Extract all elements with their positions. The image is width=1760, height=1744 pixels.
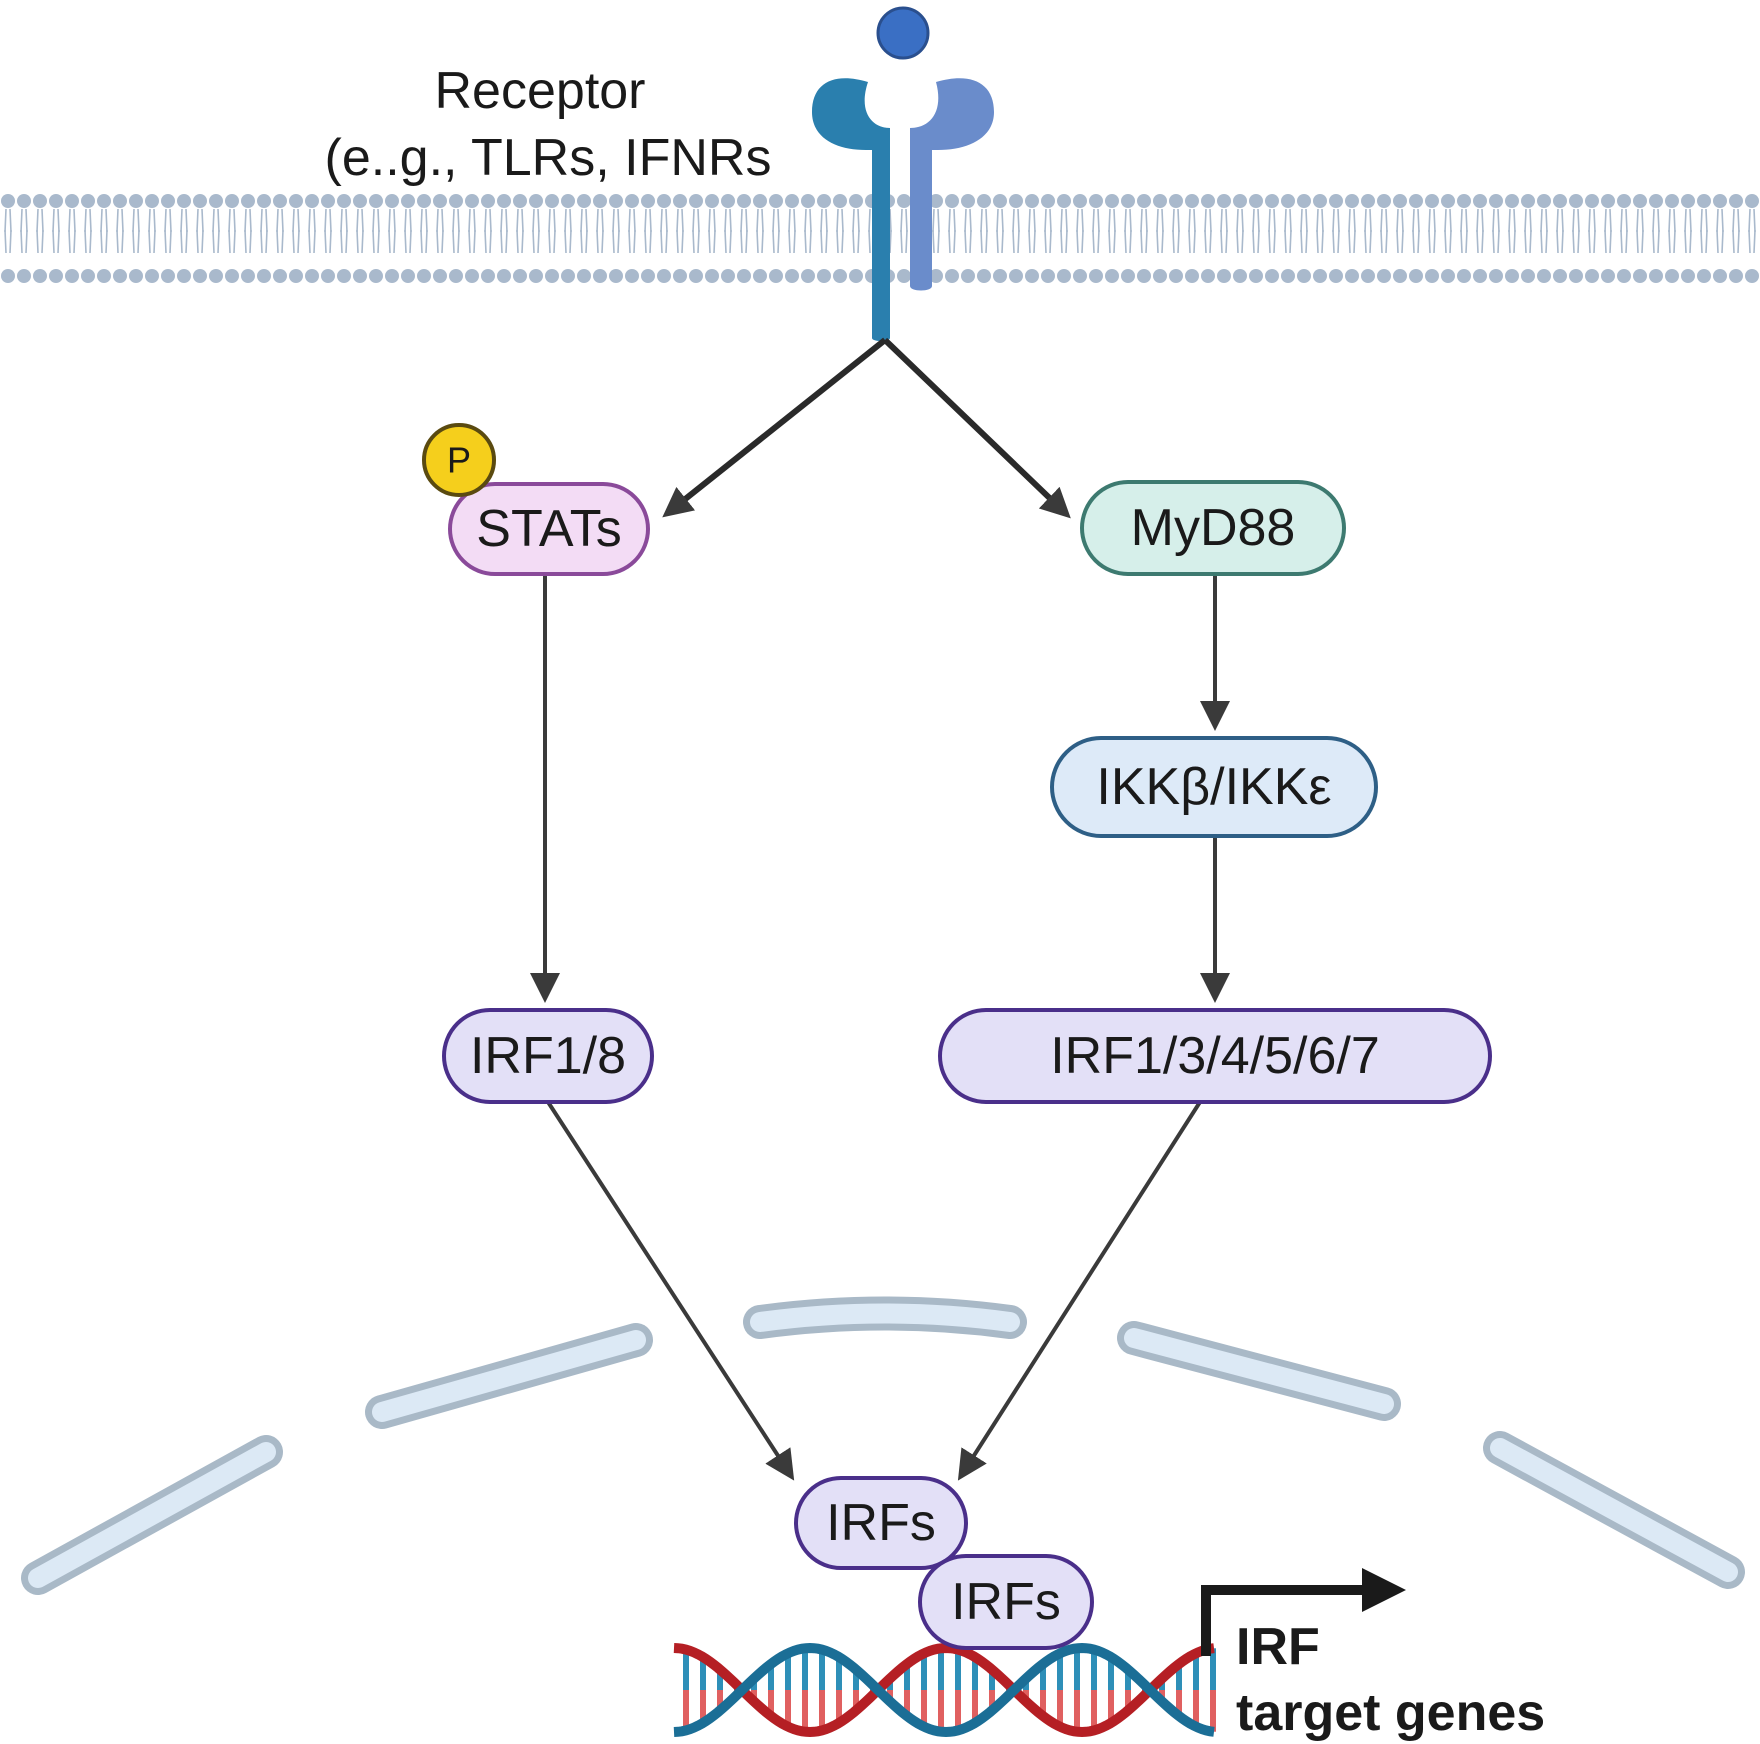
- arrow-irf18-irfs: [546, 1100, 795, 1481]
- target-genes-label-line2: target genes: [1236, 1684, 1545, 1742]
- arrows: [530, 337, 1230, 1481]
- receptor-icon: [812, 6, 994, 341]
- arrow-receptor-myd88: [882, 337, 1071, 519]
- irf18-label: IRF1/8: [470, 1027, 626, 1085]
- irfs-bottom-label: IRFs: [951, 1573, 1061, 1631]
- ligand-icon: [876, 6, 930, 60]
- ikk-label: IKKβ/IKKε: [1096, 758, 1331, 816]
- stats-node: STATs: [448, 482, 650, 576]
- irf134567-node: IRF1/3/4/5/6/7: [938, 1008, 1492, 1104]
- arrow-receptor-stats: [662, 337, 887, 518]
- nuclear-envelope: [21, 1296, 1745, 1595]
- phosphate-label: P: [447, 440, 471, 481]
- target-genes-label-line1: IRF: [1236, 1618, 1320, 1676]
- arrow-irf-irfs: [957, 1100, 1202, 1481]
- transcription-start-arrow: [1201, 1568, 1406, 1656]
- myd88-label: MyD88: [1131, 499, 1296, 557]
- irfs-top-label: IRFs: [826, 1494, 936, 1552]
- cell-membrane: [1, 194, 1759, 283]
- phosphate-badge: P: [422, 423, 496, 497]
- ikk-node: IKKβ/IKKε: [1050, 736, 1378, 838]
- receptor-label-line2: (e..g., TLRs, IFNRs: [325, 129, 772, 187]
- irf134567-label: IRF1/3/4/5/6/7: [1050, 1027, 1380, 1085]
- irfs-top-node: IRFs: [794, 1476, 968, 1570]
- myd88-node: MyD88: [1080, 480, 1346, 576]
- dna-icon: [673, 1642, 1216, 1738]
- receptor-label-line1: Receptor: [435, 62, 646, 120]
- irfs-bottom-node: IRFs: [918, 1554, 1094, 1650]
- stats-label: STATs: [476, 500, 621, 558]
- irf18-node: IRF1/8: [442, 1008, 654, 1104]
